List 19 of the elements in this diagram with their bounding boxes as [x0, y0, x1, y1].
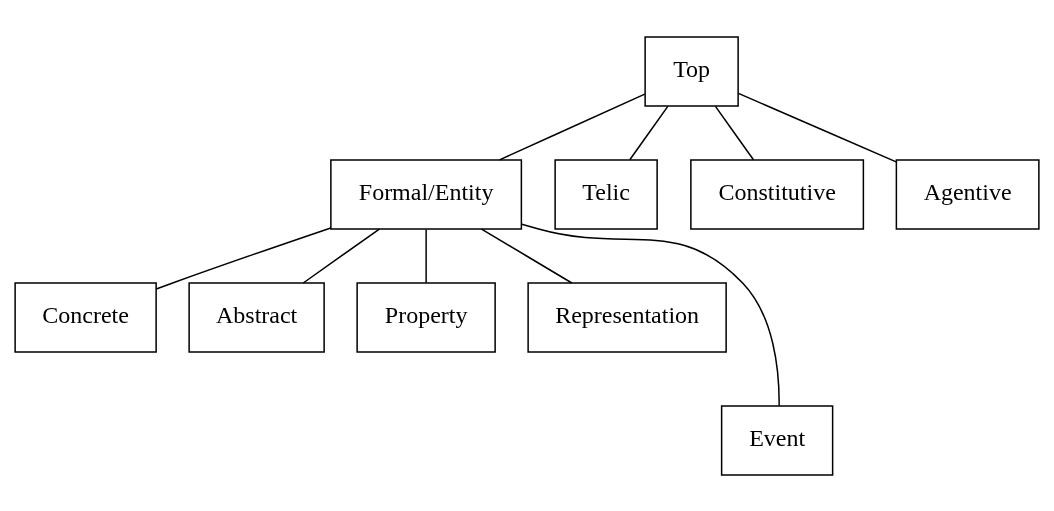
node-box: Formal/Entity: [330, 158, 523, 230]
node-box: Event: [720, 404, 834, 476]
connector: [714, 105, 755, 160]
connector: [737, 92, 897, 163]
node-box: Telic: [554, 158, 658, 230]
connector: [302, 227, 381, 284]
connector: [521, 223, 780, 406]
connector: [155, 226, 332, 290]
node-box: Property: [356, 281, 496, 353]
connector: [425, 228, 427, 283]
node-box: Concrete: [14, 281, 157, 353]
connector: [629, 105, 669, 160]
node-box: Agentive: [895, 158, 1040, 230]
connector: [498, 92, 646, 161]
node-box: Top: [644, 35, 739, 107]
node-box: Abstract: [188, 281, 325, 353]
node-box: Representation: [527, 281, 727, 353]
connector: [480, 227, 573, 284]
node-box: Constitutive: [690, 158, 865, 230]
